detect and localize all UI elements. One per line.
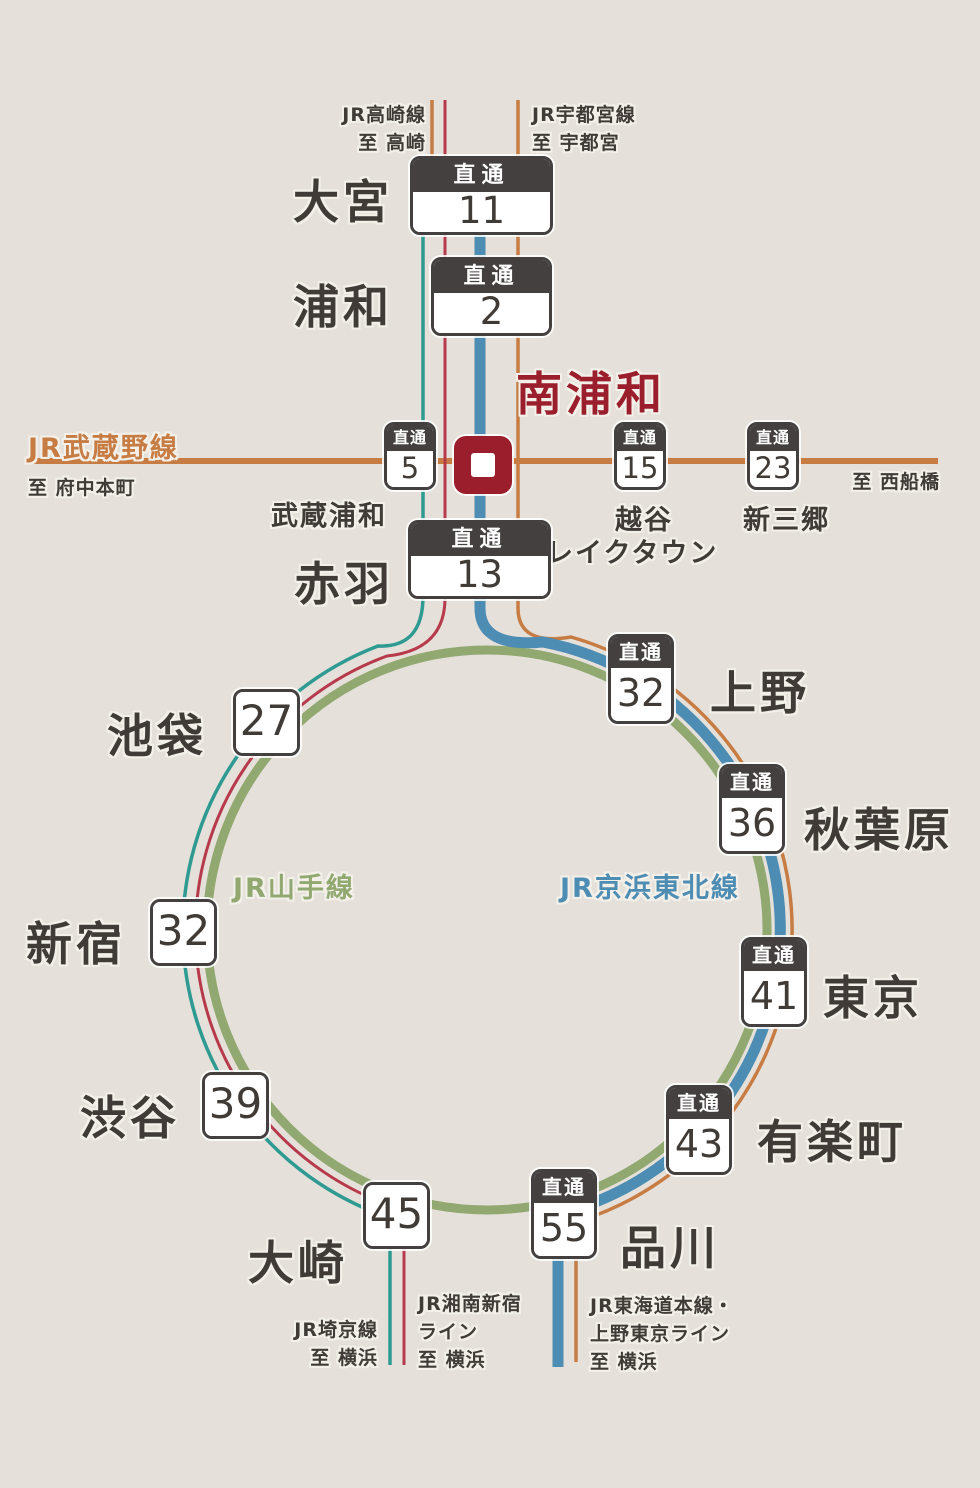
minutes-value: 32 [611, 668, 671, 721]
station-name-omiya: 大宮 [293, 175, 393, 229]
minutes-value: 41 [744, 971, 804, 1024]
direct-label: 直通 [413, 159, 550, 192]
utsunomiya-line-name: JR宇都宮線 [532, 104, 636, 126]
tokaido-destination: 至 横浜 [590, 1351, 658, 1373]
station-name-shibuya: 渋谷 [80, 1091, 180, 1145]
minutes-value: 11 [413, 192, 550, 232]
minutes-value: 27 [236, 692, 297, 753]
station-badge-tokyo: 直通 41 [741, 937, 807, 1027]
direct-label: 直通 [611, 637, 671, 668]
minutes-value: 32 [153, 902, 214, 963]
takasaki-direction-label: JR高崎線 至 高崎 [300, 101, 426, 157]
tokaido-line-name-2: 上野東京ライン [590, 1323, 731, 1345]
minutes-value: 2 [434, 293, 549, 333]
station-name-shinjuku: 新宿 [26, 917, 126, 971]
direct-label: 直通 [722, 767, 782, 798]
tokaido-ueno-tokyo-direction-label: JR東海道本線・ 上野東京ライン 至 横浜 [590, 1292, 734, 1376]
direct-label: 直通 [750, 425, 796, 451]
station-name-tokyo: 東京 [823, 971, 923, 1025]
shonan-shinjuku-direction-label: JR湘南新宿 ライン 至 横浜 [418, 1290, 522, 1374]
station-name-akihabara: 秋葉原 [804, 803, 954, 857]
station-badge-koshigaya-laketown: 直通 15 [614, 422, 666, 490]
station-name-shinagawa: 品川 [620, 1221, 720, 1275]
direct-label: 直通 [387, 425, 433, 451]
minutes-value: 45 [366, 1185, 427, 1246]
station-badge-urawa: 直通 2 [431, 257, 552, 336]
station-name-shin-misato: 新三郷 [743, 505, 830, 536]
minutes-value: 55 [534, 1203, 594, 1256]
takasaki-line-name: JR高崎線 [342, 104, 426, 126]
station-name-yurakucho: 有楽町 [757, 1115, 907, 1169]
saikyo-direction-label: JR埼京線 至 横浜 [262, 1316, 378, 1372]
direct-label: 直通 [669, 1088, 729, 1119]
center-station-marker-core [471, 453, 495, 477]
station-name-osaki: 大崎 [248, 1236, 348, 1290]
shonan-shinjuku-line-name-2: ライン [418, 1321, 479, 1343]
utsunomiya-direction-label: JR宇都宮線 至 宇都宮 [532, 101, 636, 157]
minutes-value: 15 [617, 451, 663, 487]
utsunomiya-destination: 至 宇都宮 [532, 132, 620, 154]
direct-label: 直通 [617, 425, 663, 451]
minutes-value: 36 [722, 798, 782, 851]
station-badge-shinagawa: 直通 55 [531, 1169, 597, 1259]
station-badge-ikebukuro: 27 [233, 689, 300, 756]
station-name-koshigaya: 越谷 [615, 505, 673, 536]
musashino-destination-left: 至 府中本町 [28, 477, 136, 499]
takasaki-destination: 至 高崎 [358, 132, 426, 154]
station-name-minami-urawa: 南浦和 [516, 367, 666, 421]
shonan-shinjuku-destination: 至 横浜 [418, 1349, 486, 1371]
minutes-value: 13 [411, 556, 548, 596]
direct-label: 直通 [534, 1172, 594, 1203]
musashino-destination-right: 至 西船橋 [852, 471, 940, 493]
station-badge-osaki: 45 [363, 1182, 430, 1249]
musashino-line-name: JR武蔵野線 [28, 433, 179, 464]
direct-label: 直通 [434, 260, 549, 293]
station-name-ikebukuro: 池袋 [107, 709, 207, 763]
tokaido-line-name-1: JR東海道本線・ [590, 1295, 734, 1317]
minutes-value: 23 [750, 451, 796, 487]
station-name-ueno: 上野 [710, 666, 810, 720]
saikyo-destination: 至 横浜 [310, 1347, 378, 1369]
station-name-urawa: 浦和 [293, 280, 393, 334]
direct-label: 直通 [744, 940, 804, 971]
station-name-akabane: 赤羽 [294, 557, 394, 611]
shonan-shinjuku-line-name-1: JR湘南新宿 [418, 1293, 522, 1315]
station-badge-yurakucho: 直通 43 [666, 1085, 732, 1175]
minutes-value: 39 [205, 1075, 266, 1136]
station-badge-shinjuku: 32 [150, 899, 217, 966]
keihin-tohoku-line-name: JR京浜東北線 [560, 873, 740, 904]
saikyo-line-name: JR埼京線 [294, 1319, 378, 1341]
station-badge-ueno: 直通 32 [608, 634, 674, 724]
station-name-musashi-urawa: 武蔵浦和 [271, 501, 387, 532]
shonan-shinjuku-line-path [193, 100, 447, 1365]
saikyo-line-path [181, 228, 425, 1365]
station-badge-shin-misato: 直通 23 [747, 422, 799, 490]
station-badge-shibuya: 39 [202, 1072, 269, 1139]
station-badge-omiya: 直通 11 [410, 156, 553, 235]
center-station-marker [454, 436, 512, 494]
minutes-value: 43 [669, 1119, 729, 1172]
station-badge-akihabara: 直通 36 [719, 764, 785, 854]
station-name-laketown: レイクタウン [546, 538, 719, 569]
yamanote-line-name: JR山手線 [233, 873, 355, 904]
station-badge-musashi-urawa: 直通 5 [384, 422, 436, 490]
station-badge-akabane: 直通 13 [408, 520, 551, 599]
minutes-value: 5 [387, 451, 433, 487]
direct-label: 直通 [411, 523, 548, 556]
